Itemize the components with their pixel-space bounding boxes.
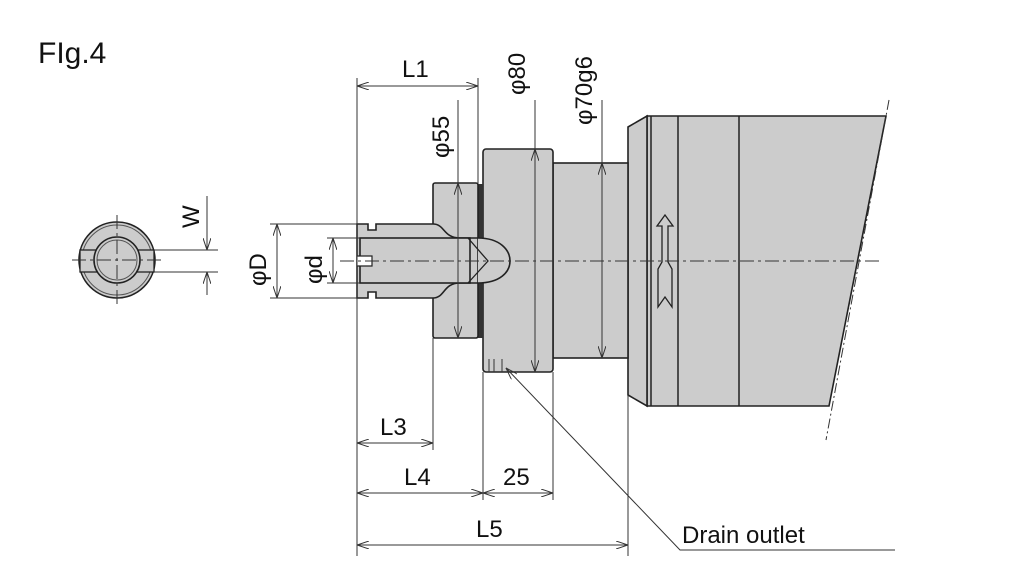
dimension-lines xyxy=(207,86,628,545)
drain-outlet-callout: Drain outlet xyxy=(506,368,895,551)
dim-label-W: W xyxy=(178,205,205,228)
dim-label-25: 25 xyxy=(503,464,530,491)
dim-label-phi70g6: φ70g6 xyxy=(571,56,598,125)
dim-label-L5: L5 xyxy=(476,516,503,543)
dim-label-phi55: φ55 xyxy=(428,116,455,158)
figure-title: FIg.4 xyxy=(38,37,106,70)
dim-label-phi80: φ80 xyxy=(504,53,531,95)
dim-label-phiD: φD xyxy=(245,253,272,286)
dim-label-L3: L3 xyxy=(380,414,407,441)
extension-lines xyxy=(154,78,629,556)
dim-label-L1: L1 xyxy=(402,56,429,83)
drain-marks xyxy=(488,359,503,372)
dim-label-phid: φd xyxy=(301,255,328,284)
dim-label-L4: L4 xyxy=(404,464,431,491)
drain-outlet-label: Drain outlet xyxy=(682,522,805,549)
end-view xyxy=(72,215,162,305)
spindle-body xyxy=(340,99,890,441)
